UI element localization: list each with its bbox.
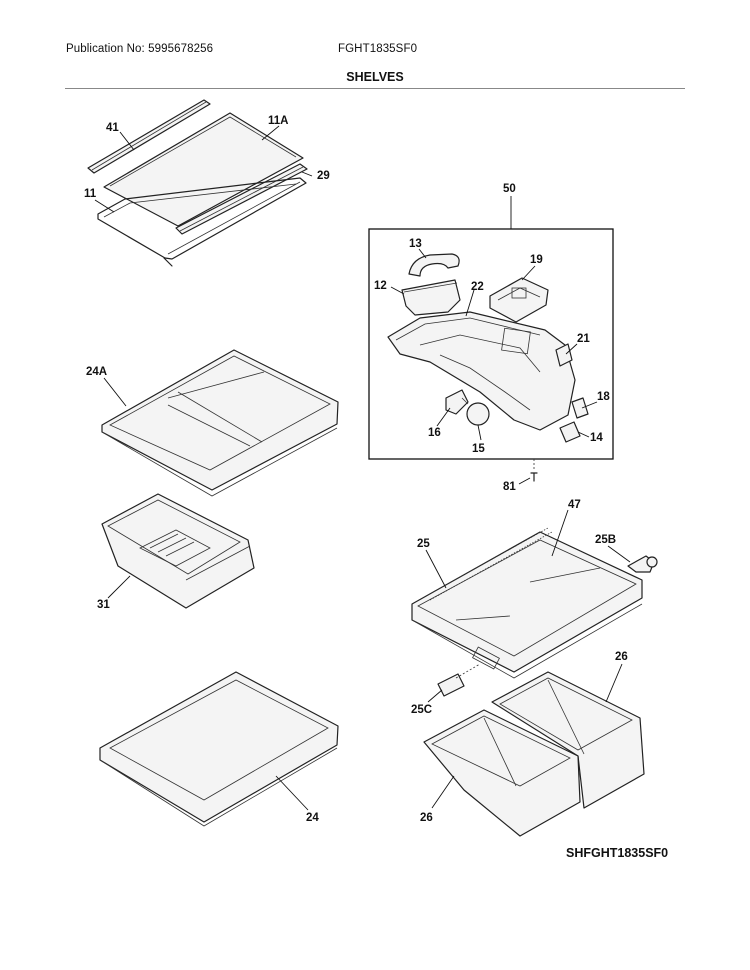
part-24a-cover: [101, 349, 339, 491]
crisper-cover-24a: [101, 349, 339, 497]
model-number: FGHT1835SF0: [338, 43, 418, 55]
part-13-cover: [408, 253, 460, 277]
part-21-clip: [555, 343, 573, 367]
callout-26-lower: 26: [420, 812, 433, 824]
callout-14: 14: [590, 432, 603, 444]
meat-drawer-31: [101, 493, 255, 609]
part-26-drawer-front: [423, 709, 581, 837]
crisper-drawers: [423, 671, 645, 837]
header-divider: [65, 88, 685, 89]
part-81-screw: [530, 472, 538, 482]
part-16-holder: [445, 389, 469, 415]
callout-19: 19: [530, 254, 543, 266]
callout-18: 18: [597, 391, 610, 403]
callout-11: 11: [84, 188, 97, 200]
callout-labels: 41 11A 29 11 50 13 19 12 22 21 18 16 14 …: [84, 115, 628, 824]
publication-number: Publication No: 5995678256: [66, 43, 214, 55]
part-19-control: [489, 277, 549, 323]
part-31-drawer: [101, 493, 255, 609]
leader-lines: [94, 125, 631, 811]
callout-25b: 25B: [595, 534, 616, 546]
glass-shelf-assembly: [87, 99, 308, 267]
light-housing-assembly: [368, 228, 614, 482]
part-25-frame: [411, 531, 643, 673]
callout-25: 25: [417, 538, 430, 550]
assembly-50-box: [368, 228, 614, 460]
callout-29: 29: [317, 170, 330, 182]
callout-15: 15: [472, 443, 485, 455]
callout-24: 24: [306, 812, 319, 824]
part-25c-clip: [437, 673, 465, 697]
part-14-socket: [559, 421, 581, 443]
callout-21: 21: [577, 333, 590, 345]
callout-41: 41: [106, 122, 119, 134]
part-47-glass: [529, 567, 601, 583]
callout-22: 22: [471, 281, 484, 293]
part-15-bulb: [466, 402, 490, 426]
callout-12: 12: [374, 280, 387, 292]
callout-26-upper: 26: [615, 651, 628, 663]
glass-shelf-24: [99, 671, 339, 827]
callout-31: 31: [97, 599, 110, 611]
part-11-frame: [97, 177, 307, 260]
callout-24a: 24A: [86, 366, 107, 378]
callout-11a: 11A: [268, 115, 288, 127]
callout-13: 13: [409, 238, 422, 250]
callout-25c: 25C: [411, 704, 432, 716]
callout-50: 50: [503, 183, 516, 195]
part-24-shelf: [99, 671, 339, 823]
callout-47: 47: [568, 499, 581, 511]
part-11a-glass: [103, 112, 304, 227]
part-18-switch: [571, 397, 589, 419]
crisper-shelf-assembly: [411, 527, 658, 697]
callout-16: 16: [428, 427, 441, 439]
section-title: SHELVES: [346, 70, 404, 84]
callout-81: 81: [503, 481, 516, 493]
diagram-code: SHFGHT1835SF0: [566, 846, 669, 860]
part-12-cap: [401, 279, 461, 316]
